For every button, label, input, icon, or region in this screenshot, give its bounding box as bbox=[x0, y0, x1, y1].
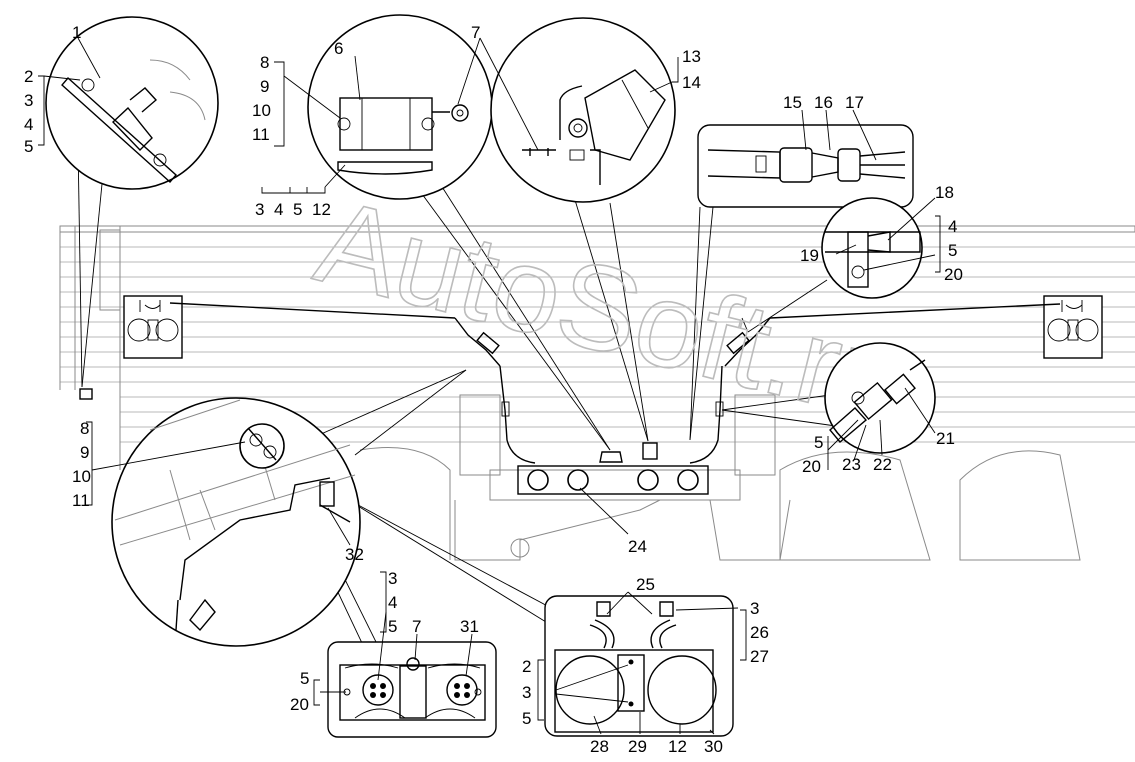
callout-20-c: 20 bbox=[290, 695, 309, 714]
callout-5-c: 5 bbox=[948, 241, 957, 260]
callout-4-c: 4 bbox=[948, 217, 957, 236]
leader-lines bbox=[77, 144, 851, 661]
callout-23: 23 bbox=[842, 455, 861, 474]
callout-6: 6 bbox=[334, 39, 343, 58]
detail-circle-clip bbox=[821, 197, 923, 299]
callout-1: 1 bbox=[72, 23, 81, 42]
callout-26: 26 bbox=[750, 623, 769, 642]
callout-20: 20 bbox=[944, 265, 963, 284]
callout-13: 13 bbox=[682, 47, 701, 66]
callout-3-c: 3 bbox=[388, 569, 397, 588]
callout-4-d: 4 bbox=[388, 593, 397, 612]
right-rear-lamp bbox=[1043, 295, 1103, 359]
callout-5: 5 bbox=[24, 137, 33, 156]
detail-box-rear-lamp bbox=[544, 595, 734, 737]
callout-3: 3 bbox=[24, 91, 33, 110]
callout-brackets bbox=[38, 37, 941, 735]
callout-12: 12 bbox=[312, 200, 331, 219]
callout-5-e: 5 bbox=[388, 617, 397, 636]
callout-22: 22 bbox=[873, 455, 892, 474]
wiring-harness bbox=[169, 302, 1061, 464]
callout-10: 10 bbox=[252, 101, 271, 120]
callout-31: 31 bbox=[460, 617, 479, 636]
callout-8: 8 bbox=[260, 53, 269, 72]
callout-11: 11 bbox=[252, 125, 270, 144]
left-rear-lamp bbox=[123, 295, 183, 359]
callout-5-d: 5 bbox=[814, 433, 823, 452]
callout-7: 7 bbox=[471, 23, 480, 42]
callout-4-b: 4 bbox=[274, 200, 283, 219]
callout-27: 27 bbox=[750, 647, 769, 666]
callout-5-g: 5 bbox=[522, 709, 531, 728]
callout-18: 18 bbox=[935, 183, 954, 202]
callout-5-b: 5 bbox=[293, 200, 302, 219]
callout-15: 15 bbox=[783, 93, 802, 112]
callout-28: 28 bbox=[590, 737, 609, 756]
callout-3-e: 3 bbox=[522, 683, 531, 702]
callout-4: 4 bbox=[24, 115, 33, 134]
detail-circle-frame-routing bbox=[111, 397, 361, 647]
callout-14: 14 bbox=[682, 73, 701, 92]
callout-7-b: 7 bbox=[412, 617, 421, 636]
callout-3-d: 3 bbox=[750, 599, 759, 618]
callout-11-b: 11 bbox=[72, 491, 90, 510]
callout-12-b: 12 bbox=[668, 737, 687, 756]
rear-crossmember bbox=[517, 442, 709, 495]
callout-32: 32 bbox=[345, 545, 364, 564]
detail-circle-side-lamp bbox=[45, 16, 219, 190]
callout-20-b: 20 bbox=[802, 457, 821, 476]
callout-8-b: 8 bbox=[80, 419, 89, 438]
side-marker-lamp bbox=[79, 388, 93, 400]
callout-3-b: 3 bbox=[255, 200, 264, 219]
callout-24: 24 bbox=[628, 537, 647, 556]
detail-circle-plate-lamp bbox=[490, 17, 676, 203]
callout-19: 19 bbox=[800, 246, 819, 265]
callout-10-b: 10 bbox=[72, 467, 91, 486]
callout-5-f: 5 bbox=[300, 669, 309, 688]
callout-16: 16 bbox=[814, 93, 833, 112]
callout-21: 21 bbox=[936, 429, 955, 448]
callout-29: 29 bbox=[628, 737, 647, 756]
callout-2: 2 bbox=[24, 67, 33, 86]
callout-9: 9 bbox=[260, 77, 269, 96]
callout-9-b: 9 bbox=[80, 443, 89, 462]
callout-30: 30 bbox=[704, 737, 723, 756]
callout-2-b: 2 bbox=[522, 657, 531, 676]
detail-box-connector bbox=[697, 124, 914, 208]
callout-25: 25 bbox=[636, 575, 655, 594]
callout-labels: 1 2 3 4 5 6 7 8 9 10 11 3 4 5 12 13 14 1… bbox=[24, 23, 963, 756]
callout-17: 17 bbox=[845, 93, 864, 112]
detail-box-front-lamp bbox=[327, 641, 497, 738]
